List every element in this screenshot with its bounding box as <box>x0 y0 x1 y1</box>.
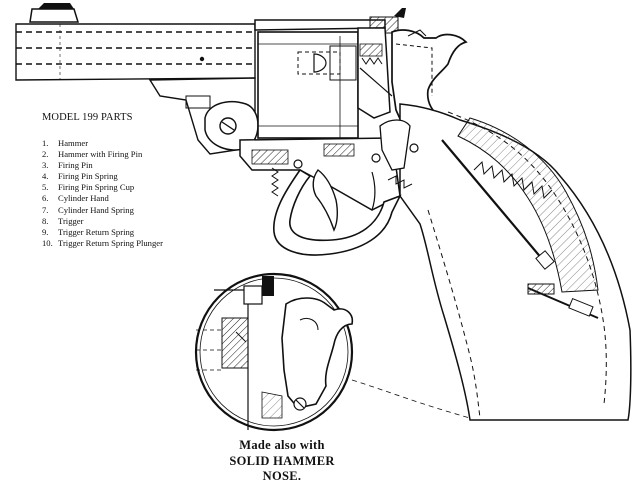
caption-line: Made also with <box>239 438 325 452</box>
part-name: Trigger <box>58 215 84 226</box>
trigger-guard <box>273 168 402 256</box>
front-sight <box>29 8 80 23</box>
inset-caption: Made also with SOLID HAMMER NOSE. <box>182 438 382 485</box>
part-number: 7. <box>42 204 49 215</box>
caption-line: SOLID HAMMER <box>229 453 335 468</box>
parts-list-item: 10. Trigger Return Spring Plunger <box>42 238 163 249</box>
mainspring <box>441 139 553 267</box>
part-name: Cylinder Hand Spring <box>58 204 134 215</box>
part-number: 2. <box>42 149 49 160</box>
parts-list-item: 9. Trigger Return Spring <box>42 227 163 238</box>
part-name: Cylinder Hand <box>58 193 109 204</box>
cylinder <box>257 31 359 139</box>
parts-list-title: MODEL 199 PARTS <box>42 112 133 123</box>
part-number: 4. <box>42 171 49 182</box>
caption-line: NOSE. <box>262 469 302 483</box>
part-number: 9. <box>42 226 49 237</box>
part-name: Hammer <box>58 138 89 148</box>
part-number: 1. <box>42 138 49 148</box>
cylinder-hand-spring <box>387 175 413 189</box>
parts-list-item: 8. Trigger <box>42 216 163 227</box>
part-name: Hammer with Firing Pin <box>58 149 143 160</box>
recoil-shield <box>357 27 391 119</box>
barrel <box>15 23 256 81</box>
parts-list: 1. Hammer 2. Hammer with Firing Pin 3. Firi… <box>42 138 163 249</box>
part-name: Firing Pin <box>58 160 93 171</box>
part-number: 8. <box>42 215 49 226</box>
part-name: Firing Pin Spring Cup <box>58 182 135 193</box>
part-name: Firing Pin Spring <box>58 171 118 182</box>
part-number: 3. <box>42 160 49 171</box>
parts-list-item: 2. Hammer with Firing Pin <box>42 149 163 160</box>
parts-list-item: 4. Firing Pin Spring <box>42 171 163 182</box>
part-number: 10. <box>42 237 53 248</box>
parts-list-item: 7. Cylinder Hand Spring <box>42 205 163 216</box>
grip-pin <box>527 283 599 319</box>
parts-list-item: 6. Cylinder Hand <box>42 193 163 204</box>
trigger-pivot <box>293 159 303 169</box>
trigger <box>312 169 339 232</box>
part-number: 5. <box>42 182 49 193</box>
part-number: 6. <box>42 193 49 204</box>
parts-list-item: 5. Firing Pin Spring Cup <box>42 182 163 193</box>
firing-pin-spring <box>361 57 383 65</box>
inset-detail <box>194 272 354 432</box>
parts-list-item: 3. Firing Pin <box>42 160 163 171</box>
cartridge <box>313 53 327 73</box>
cylinder-hand <box>379 119 411 171</box>
trigger-return-spring <box>271 167 279 197</box>
inset-hammer <box>281 297 354 409</box>
parts-list-item: 1. Hammer <box>42 138 163 149</box>
part-name: Trigger Return Spring <box>58 226 135 237</box>
part-name: Trigger Return Spring Plunger <box>58 237 163 248</box>
